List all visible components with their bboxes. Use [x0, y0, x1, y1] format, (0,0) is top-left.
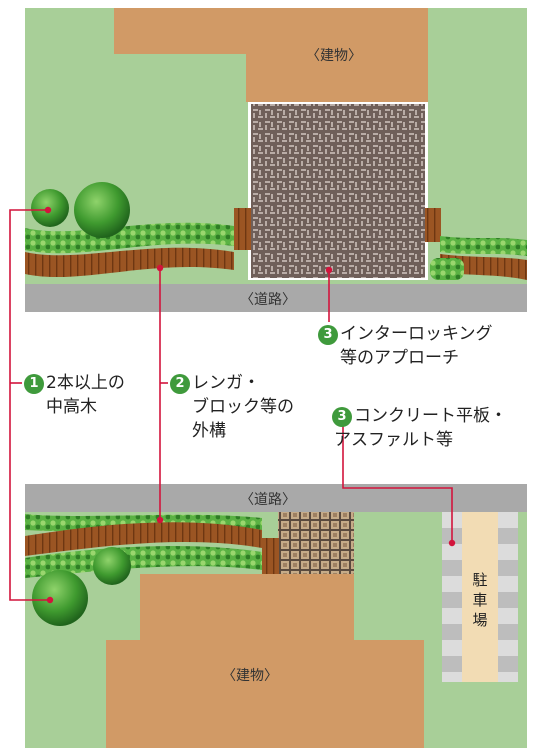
top-shrub-right [430, 258, 464, 280]
parking-strip-left [442, 512, 462, 682]
leader-lines [9, 209, 453, 601]
callout-number-badge: 2 [170, 374, 190, 394]
top-road [25, 284, 527, 312]
bottom-building [106, 640, 424, 748]
gate-pillar-right [425, 208, 441, 242]
bottom-plan [25, 484, 527, 748]
parking-strip-right [498, 512, 518, 682]
leader-parking [342, 424, 453, 543]
bottom-tree-large [32, 570, 88, 626]
callout-number-badge: 3 [332, 407, 352, 427]
top-building-label: 〈建物〉 [306, 48, 362, 64]
interlocking-approach [251, 104, 425, 278]
top-hedge-left [25, 222, 234, 254]
parking-space [462, 512, 498, 682]
leader-trees [9, 209, 50, 601]
leader-dots [44, 206, 456, 604]
bottom-tree-small [93, 547, 131, 585]
top-road-label: 〈道路〉 [240, 292, 296, 308]
top-brick-wall-left [25, 247, 234, 278]
top-plan [25, 8, 527, 312]
top-tree-large [74, 182, 130, 238]
callout-number-badge: 3 [318, 325, 338, 345]
parking-label: 駐 車 場 [472, 571, 488, 629]
bottom-building-upper [140, 574, 354, 648]
callout-number-badge: 1 [24, 374, 44, 394]
top-building [246, 8, 428, 102]
bottom-building-label: 〈建物〉 [222, 668, 278, 684]
bottom-road-label: 〈道路〉 [240, 492, 296, 508]
bottom-hedge-lower [25, 545, 262, 578]
bottom-gate-pillar [262, 538, 279, 574]
gate-pillar-left [234, 208, 251, 250]
bottom-brick-wall [25, 522, 262, 556]
top-hedge-right [440, 236, 527, 256]
